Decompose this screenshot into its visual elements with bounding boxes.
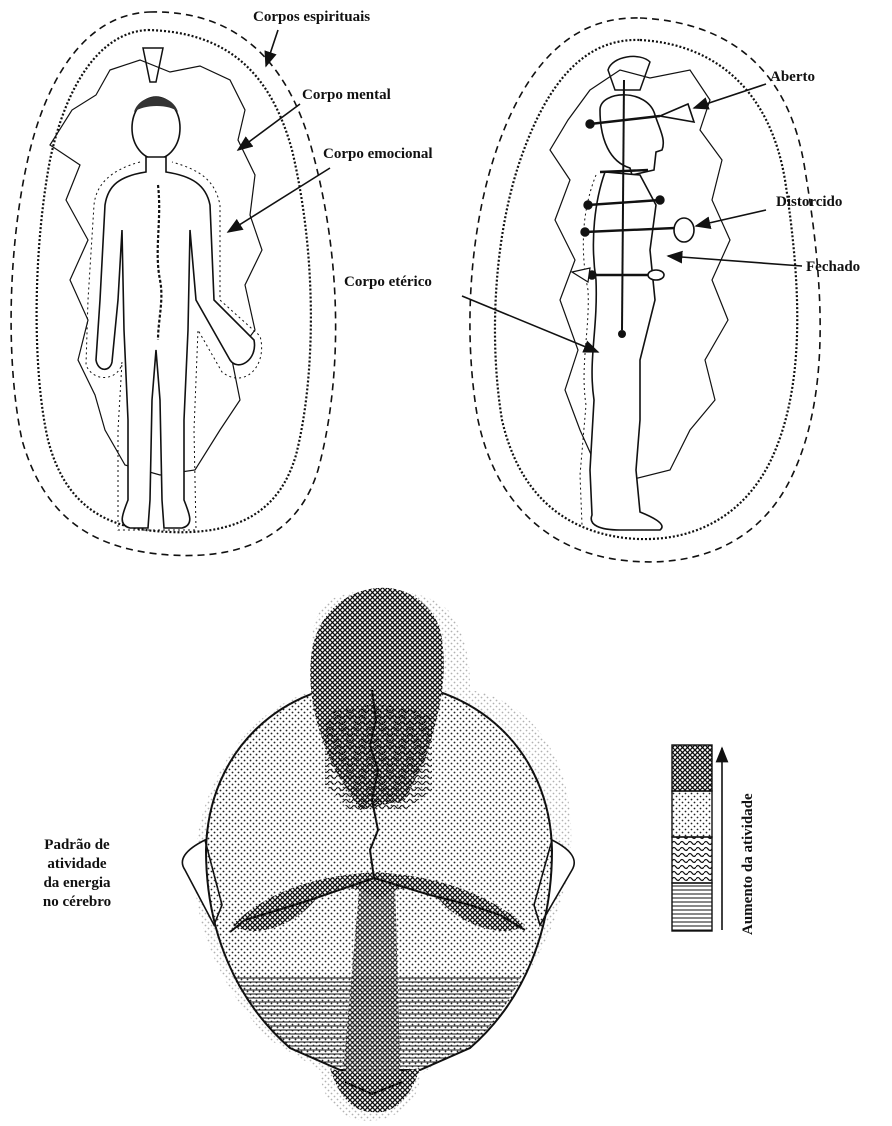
label-fechado: Fechado	[806, 258, 860, 276]
front-view-figure	[11, 12, 336, 556]
brain-energy-diagram	[182, 588, 574, 1121]
label-corpo-mental: Corpo mental	[302, 86, 391, 104]
brain-caption-line-2: atividade	[12, 855, 142, 874]
legend-swatch-high	[672, 791, 712, 837]
label-corpos-espirituais: Corpos espirituais	[253, 8, 370, 26]
brain-caption: Padrão de atividade da energia no cérebr…	[12, 836, 142, 912]
legend-title: Aumento da atividade	[740, 793, 757, 935]
side-view-figure	[470, 18, 820, 562]
label-corpo-eterico: Corpo etérico	[344, 273, 432, 291]
label-corpo-emocional: Corpo emocional	[323, 145, 433, 163]
brain-caption-line-1: Padrão de	[12, 836, 142, 855]
legend-swatch-low	[672, 883, 712, 931]
side-body	[590, 172, 662, 530]
brain-caption-line-4: no cérebro	[12, 893, 142, 912]
activity-legend	[672, 745, 722, 931]
legend-swatch-medium	[672, 837, 712, 883]
front-body	[96, 157, 255, 528]
label-aberto: Aberto	[770, 68, 815, 86]
label-arrows	[228, 30, 802, 352]
legend-swatch-highest	[672, 745, 712, 791]
label-distorcido: Distorcido	[776, 193, 842, 211]
brain-caption-line-3: da energia	[12, 874, 142, 893]
